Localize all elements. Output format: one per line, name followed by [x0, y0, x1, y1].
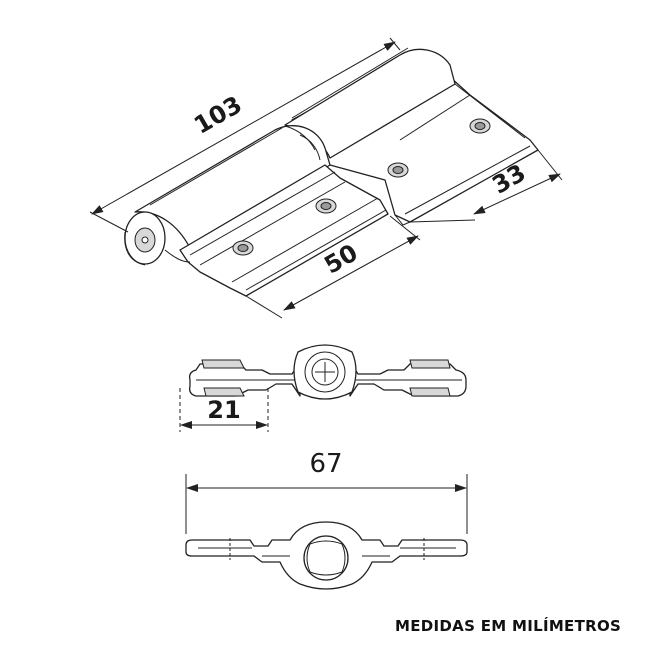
screw-icon [387, 162, 409, 178]
dim-label-21: 21 [207, 396, 240, 424]
dim-line-50 [283, 235, 419, 311]
dim-line-103 [91, 41, 396, 215]
screw-icon [315, 198, 337, 214]
isometric-view: 103 50 33 [89, 37, 563, 319]
screw-icon [232, 240, 254, 256]
dim-label-67: 67 [309, 449, 342, 479]
screw-icon [469, 118, 491, 134]
dim-label-103: 103 [189, 90, 246, 139]
units-caption: MEDIDAS EM MILÍMETROS [395, 617, 622, 635]
side-view: 21 [179, 344, 467, 432]
profile-view: 67 [185, 449, 468, 590]
dim-line-33 [473, 173, 561, 215]
